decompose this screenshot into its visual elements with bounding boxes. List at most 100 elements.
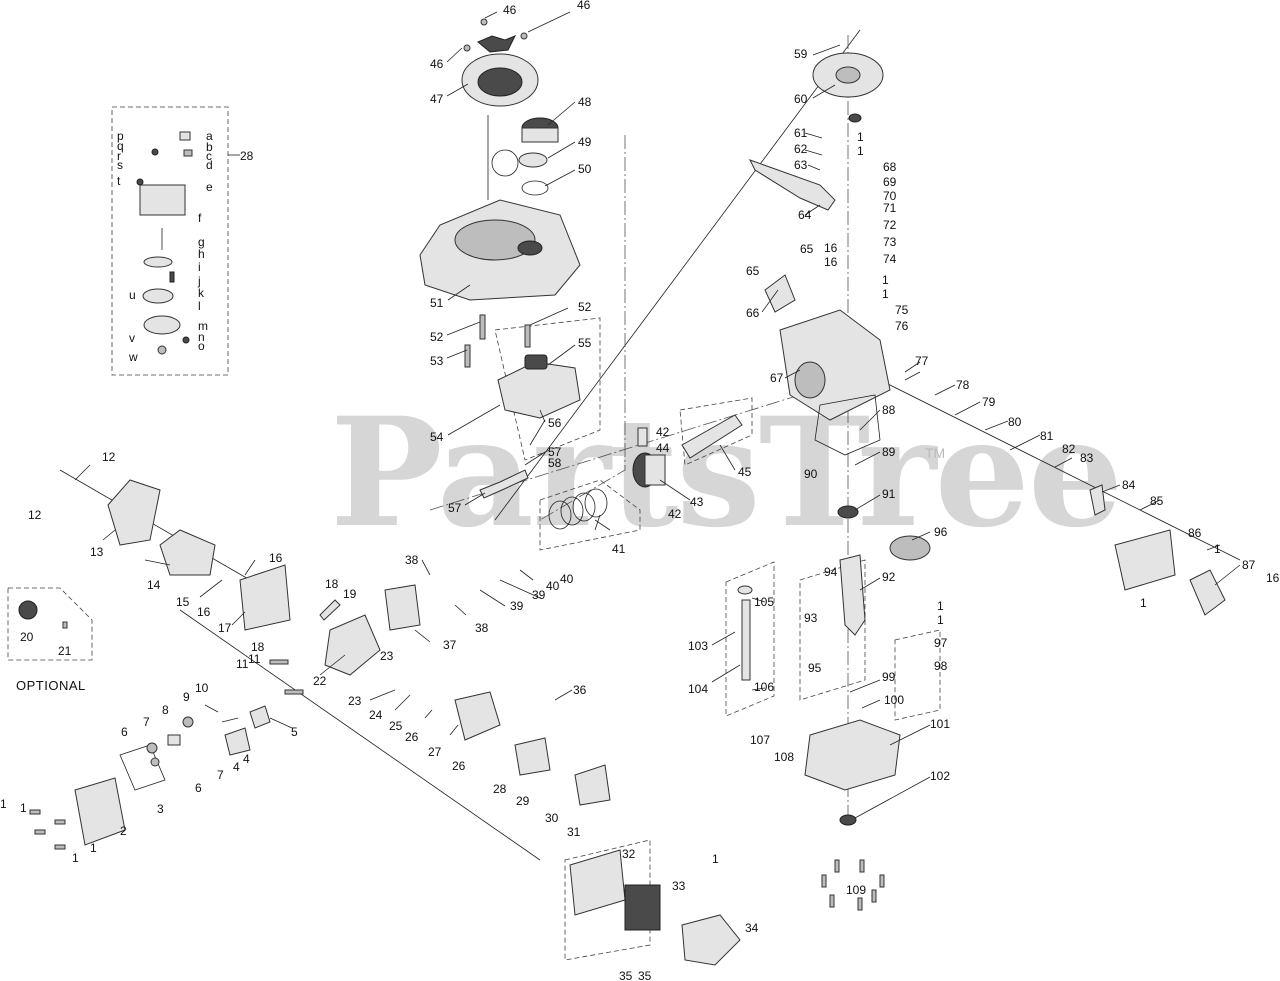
letter-u: u: [129, 288, 136, 302]
callout-7: 7: [143, 715, 150, 729]
letter-f: f: [198, 211, 202, 225]
callout-5: 5: [291, 725, 298, 739]
callout-16: 16: [824, 255, 838, 269]
letter-v: v: [129, 331, 135, 345]
callout-6: 6: [121, 725, 128, 739]
callout-1: 1: [72, 851, 79, 865]
callout-49: 49: [578, 135, 592, 149]
callout-32: 32: [622, 847, 636, 861]
callout-77: 77: [915, 354, 929, 368]
letter-q: q: [117, 139, 124, 153]
muffler-and-head: [74, 479, 421, 846]
callout-65: 65: [746, 264, 760, 278]
callout-26: 26: [452, 759, 466, 773]
callout-22: 22: [313, 674, 327, 688]
letter-h: h: [198, 247, 205, 261]
callout-1: 1: [1140, 596, 1147, 610]
callout-19: 19: [343, 587, 357, 601]
callout-44: 44: [656, 441, 670, 455]
letter-n: n: [198, 330, 205, 344]
spark-arrestor-optional: [18, 600, 38, 620]
callout-21: 21: [58, 644, 72, 658]
callout-36: 36: [573, 683, 587, 697]
callout-27: 27: [428, 745, 442, 759]
callout-108: 108: [774, 750, 794, 764]
callout-92: 92: [882, 570, 896, 584]
callout-8: 8: [162, 703, 169, 717]
callout-23: 23: [380, 649, 394, 663]
muffler-gasket: [239, 564, 291, 631]
callout-4: 4: [233, 760, 240, 774]
letter-w: w: [128, 350, 138, 364]
callout-17: 17: [218, 621, 232, 635]
callout-51: 51: [430, 296, 444, 310]
muffler: [159, 529, 216, 576]
callout-42: 42: [668, 507, 682, 521]
callout-101: 101: [930, 717, 950, 731]
callout-64: 64: [798, 208, 812, 222]
callout-12: 12: [102, 450, 116, 464]
callout-26: 26: [405, 730, 419, 744]
callout-3: 3: [157, 802, 164, 816]
callout-96: 96: [934, 525, 948, 539]
valve-cover: [74, 777, 126, 846]
letter-c: c: [206, 149, 212, 163]
callout-43: 43: [690, 495, 704, 509]
callout-1: 1: [937, 599, 944, 613]
callout-15: 15: [176, 595, 190, 609]
callout-35: 35: [638, 969, 652, 981]
callout-6: 6: [195, 781, 202, 795]
callout-67: 67: [770, 371, 784, 385]
callout-35: 35: [619, 969, 633, 981]
callout-29: 29: [516, 794, 530, 808]
callout-76: 76: [895, 319, 909, 333]
letter-a: a: [206, 129, 213, 143]
callout-83: 83: [1080, 451, 1094, 465]
letter-d: d: [206, 158, 213, 172]
callout-42: 42: [656, 425, 670, 439]
blower-housing: [419, 199, 581, 301]
muffler-shield: [107, 479, 161, 546]
callout-88: 88: [882, 403, 896, 417]
letter-g: g: [198, 235, 205, 249]
partstree-watermark: PartsTree: [330, 385, 1121, 561]
callout-86: 86: [1188, 526, 1202, 540]
callout-66: 66: [746, 306, 760, 320]
callout-1: 1: [882, 287, 889, 301]
fasteners-109: [821, 859, 885, 911]
callout-65: 65: [800, 242, 814, 256]
callout-68: 68: [883, 160, 897, 174]
callout-99: 99: [882, 670, 896, 684]
callout-60: 60: [794, 92, 808, 106]
engine-block: [737, 52, 1226, 826]
letter-p: p: [117, 129, 124, 143]
callout-93: 93: [804, 611, 818, 625]
callout-1: 1: [20, 801, 27, 815]
callout-52: 52: [578, 300, 592, 314]
flywheel-parts-top: [491, 117, 559, 196]
callout-104: 104: [688, 682, 708, 696]
callout-10: 10: [195, 681, 209, 695]
callout-105: 105: [754, 595, 774, 609]
callout-46: 46: [430, 57, 444, 71]
callout-31: 31: [567, 825, 581, 839]
callout-25: 25: [389, 719, 403, 733]
callout-98: 98: [934, 659, 948, 673]
air-filter-element: [624, 884, 661, 931]
callout-1: 1: [857, 130, 864, 144]
valve-cover-gasket: [119, 744, 166, 791]
callout-52: 52: [430, 330, 444, 344]
callout-2: 2: [120, 824, 127, 838]
letter-l: l: [198, 299, 201, 313]
cylinder-head: [324, 614, 381, 676]
head-gasket: [384, 584, 421, 631]
callout-71: 71: [883, 201, 897, 215]
callout-45: 45: [738, 465, 752, 479]
letter-i: i: [198, 260, 201, 274]
callout-107: 107: [750, 733, 770, 747]
air-filter-base: [569, 849, 626, 916]
callout-87: 87: [1242, 558, 1256, 572]
callout-109: 109: [846, 883, 866, 897]
fuel-line: [479, 469, 529, 499]
callout-72: 72: [883, 218, 897, 232]
